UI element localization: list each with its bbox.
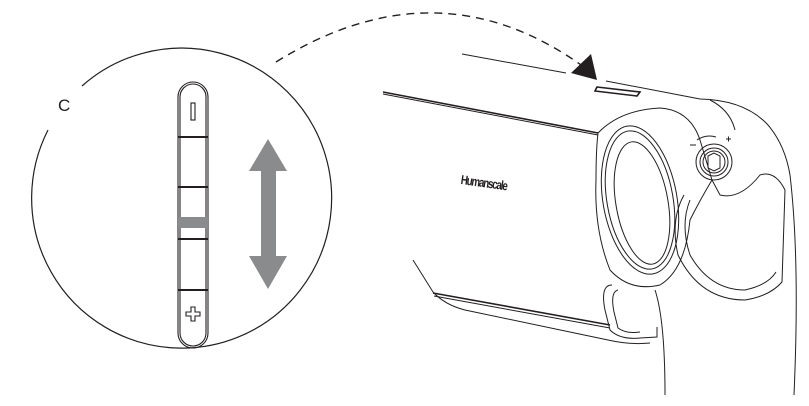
double-arrow-vertical — [249, 139, 287, 289]
callout-label: C — [58, 96, 71, 115]
leader-arrow — [275, 12, 597, 80]
callout-circle — [31, 47, 333, 349]
current-level-bar — [178, 217, 208, 228]
plus-icon — [185, 306, 201, 322]
webcam-device — [382, 53, 797, 396]
minus-icon — [190, 102, 196, 121]
control-strip — [177, 81, 209, 349]
